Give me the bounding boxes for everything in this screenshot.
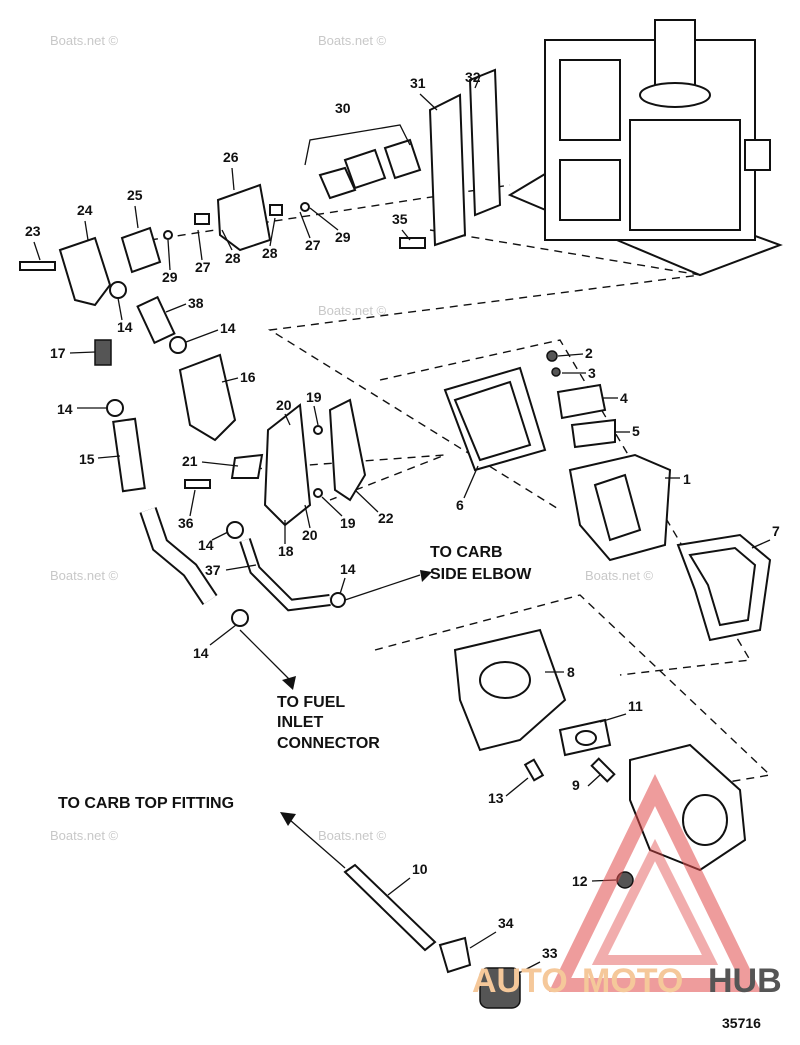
callout-8: 8: [567, 664, 575, 680]
callout-20b: 20: [302, 527, 318, 543]
callout-27: 27: [195, 259, 211, 275]
callout-22: 22: [378, 510, 394, 526]
watermark: Boats.net ©: [585, 568, 654, 583]
callout-10: 10: [412, 861, 428, 877]
logo-triangle-icon: [548, 774, 762, 992]
watermark: Boats.net ©: [318, 33, 387, 48]
alignment-line: [267, 229, 701, 511]
callout-14d: 14: [198, 537, 214, 553]
note-fuel-inlet-line3: CONNECTOR: [277, 735, 380, 752]
note-fuel-inlet-line1: TO FUEL: [277, 694, 345, 711]
callout-6: 6: [456, 497, 464, 513]
callout-32: 32: [465, 69, 481, 85]
callout-36: 36: [178, 515, 194, 531]
bracket-group: [184, 398, 367, 527]
callout-15: 15: [79, 451, 95, 467]
callout-35: 35: [392, 211, 408, 227]
callout-layer: 23 24 25 26 29 27 28 28 27 29 30 31 32 3…: [25, 69, 780, 976]
gasket-group: [318, 68, 502, 247]
callout-7: 7: [772, 523, 780, 539]
callout-14f: 14: [193, 645, 209, 661]
callout-17: 17: [50, 345, 66, 361]
notes: TO CARB SIDE ELBOW TO FUEL INLET CONNECT…: [58, 544, 532, 812]
callout-2: 2: [585, 345, 593, 361]
note-carb-top-fitting: TO CARB TOP FITTING: [58, 795, 234, 812]
callout-14e: 14: [340, 561, 356, 577]
callout-20a: 20: [276, 397, 292, 413]
callout-19b: 19: [340, 515, 356, 531]
fitting-group: [19, 183, 426, 307]
logo-text-hub: HUB: [708, 962, 782, 1000]
callout-37: 37: [205, 562, 221, 578]
logo: AUTO MOTO HUB: [472, 774, 782, 1000]
callout-27b: 27: [305, 237, 321, 253]
callout-33: 33: [542, 945, 558, 961]
callout-11: 11: [628, 698, 643, 714]
note-fuel-inlet-line2: INLET: [277, 714, 323, 731]
callout-14c: 14: [57, 401, 73, 417]
callout-5: 5: [632, 423, 640, 439]
callout-25: 25: [127, 187, 143, 203]
logo-inner-triangle-icon: [591, 838, 719, 965]
watermark: Boats.net ©: [318, 828, 387, 843]
callout-23: 23: [25, 223, 41, 239]
engine-block: [507, 19, 783, 277]
callout-14b: 14: [220, 320, 236, 336]
callout-16: 16: [240, 369, 256, 385]
fuel-line-group: [94, 281, 346, 627]
callout-19a: 19: [306, 389, 322, 405]
alignment-line: [239, 454, 446, 501]
callout-38: 38: [188, 295, 204, 311]
callout-28b: 28: [262, 245, 278, 261]
callout-9: 9: [572, 777, 580, 793]
flow-arrows: [239, 570, 432, 869]
callout-14a: 14: [117, 319, 133, 335]
logo-text-auto: AUTO: [472, 962, 568, 1000]
watermark: Boats.net ©: [50, 828, 119, 843]
callout-30: 30: [335, 100, 351, 116]
callout-24: 24: [77, 202, 93, 218]
callout-29: 29: [162, 269, 178, 285]
watermark: Boats.net ©: [50, 568, 119, 583]
callout-26: 26: [223, 149, 239, 165]
callout-21: 21: [182, 453, 198, 469]
callout-31: 31: [410, 75, 426, 91]
callout-12: 12: [572, 873, 588, 889]
callout-3: 3: [588, 365, 596, 381]
lower-fittings: [343, 863, 521, 1009]
reed-block-group: [443, 350, 772, 642]
note-carb-side-elbow-line2: SIDE ELBOW: [430, 566, 532, 583]
callout-1: 1: [683, 471, 691, 487]
callout-29b: 29: [335, 229, 351, 245]
carb-group: [453, 628, 747, 889]
callout-28: 28: [225, 250, 241, 266]
alignment-line: [149, 184, 511, 241]
figure-number: 35716: [722, 1015, 761, 1031]
logo-text-moto: MOTO: [582, 962, 683, 1000]
callout-13: 13: [488, 790, 504, 806]
callout-4: 4: [620, 390, 628, 406]
watermark: Boats.net ©: [50, 33, 119, 48]
callout-18: 18: [278, 543, 294, 559]
watermark: Boats.net ©: [318, 303, 387, 318]
note-carb-side-elbow-line1: TO CARB: [430, 544, 503, 561]
callout-34: 34: [498, 915, 514, 931]
